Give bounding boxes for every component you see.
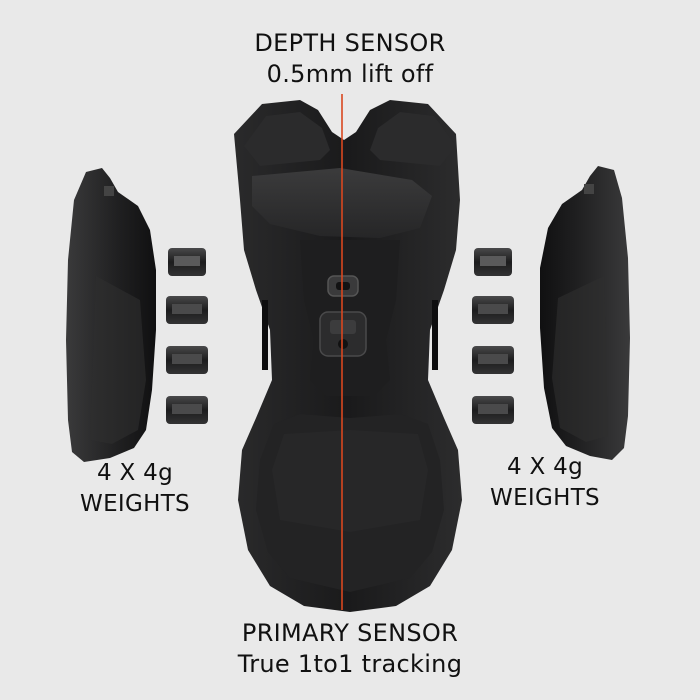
left-side-panel [66, 168, 156, 462]
weight-block [166, 346, 208, 374]
primary-sensor-label: PRIMARY SENSOR True 1to1 tracking [200, 618, 500, 680]
right-weights-group [472, 248, 514, 424]
weight-block [166, 396, 208, 424]
right-weights-count: 4 X 4g [506, 454, 584, 480]
depth-sensor-title: DEPTH SENSOR [254, 29, 446, 57]
left-weights-label: 4 X 4g WEIGHTS [60, 458, 210, 520]
weight-block [166, 296, 208, 324]
primary-sensor [319, 311, 367, 357]
left-weights-name: WEIGHTS [80, 491, 190, 517]
depth-sensor-detail: 0.5mm lift off [266, 60, 434, 88]
depth-sensor-label: DEPTH SENSOR 0.5mm lift off [200, 28, 500, 90]
weight-block [474, 248, 512, 276]
left-weights-group [166, 248, 208, 424]
mouse-body [234, 100, 462, 612]
weight-block [472, 296, 514, 324]
right-weights-name: WEIGHTS [490, 485, 600, 511]
weight-block [472, 346, 514, 374]
depth-sensor-window [327, 275, 359, 297]
right-side-panel [540, 166, 630, 460]
weight-block [472, 396, 514, 424]
left-weights-count: 4 X 4g [96, 460, 174, 486]
primary-sensor-title: PRIMARY SENSOR [241, 619, 459, 647]
right-weights-label: 4 X 4g WEIGHTS [470, 452, 620, 514]
weight-block [168, 248, 206, 276]
primary-sensor-detail: True 1to1 tracking [237, 650, 463, 678]
